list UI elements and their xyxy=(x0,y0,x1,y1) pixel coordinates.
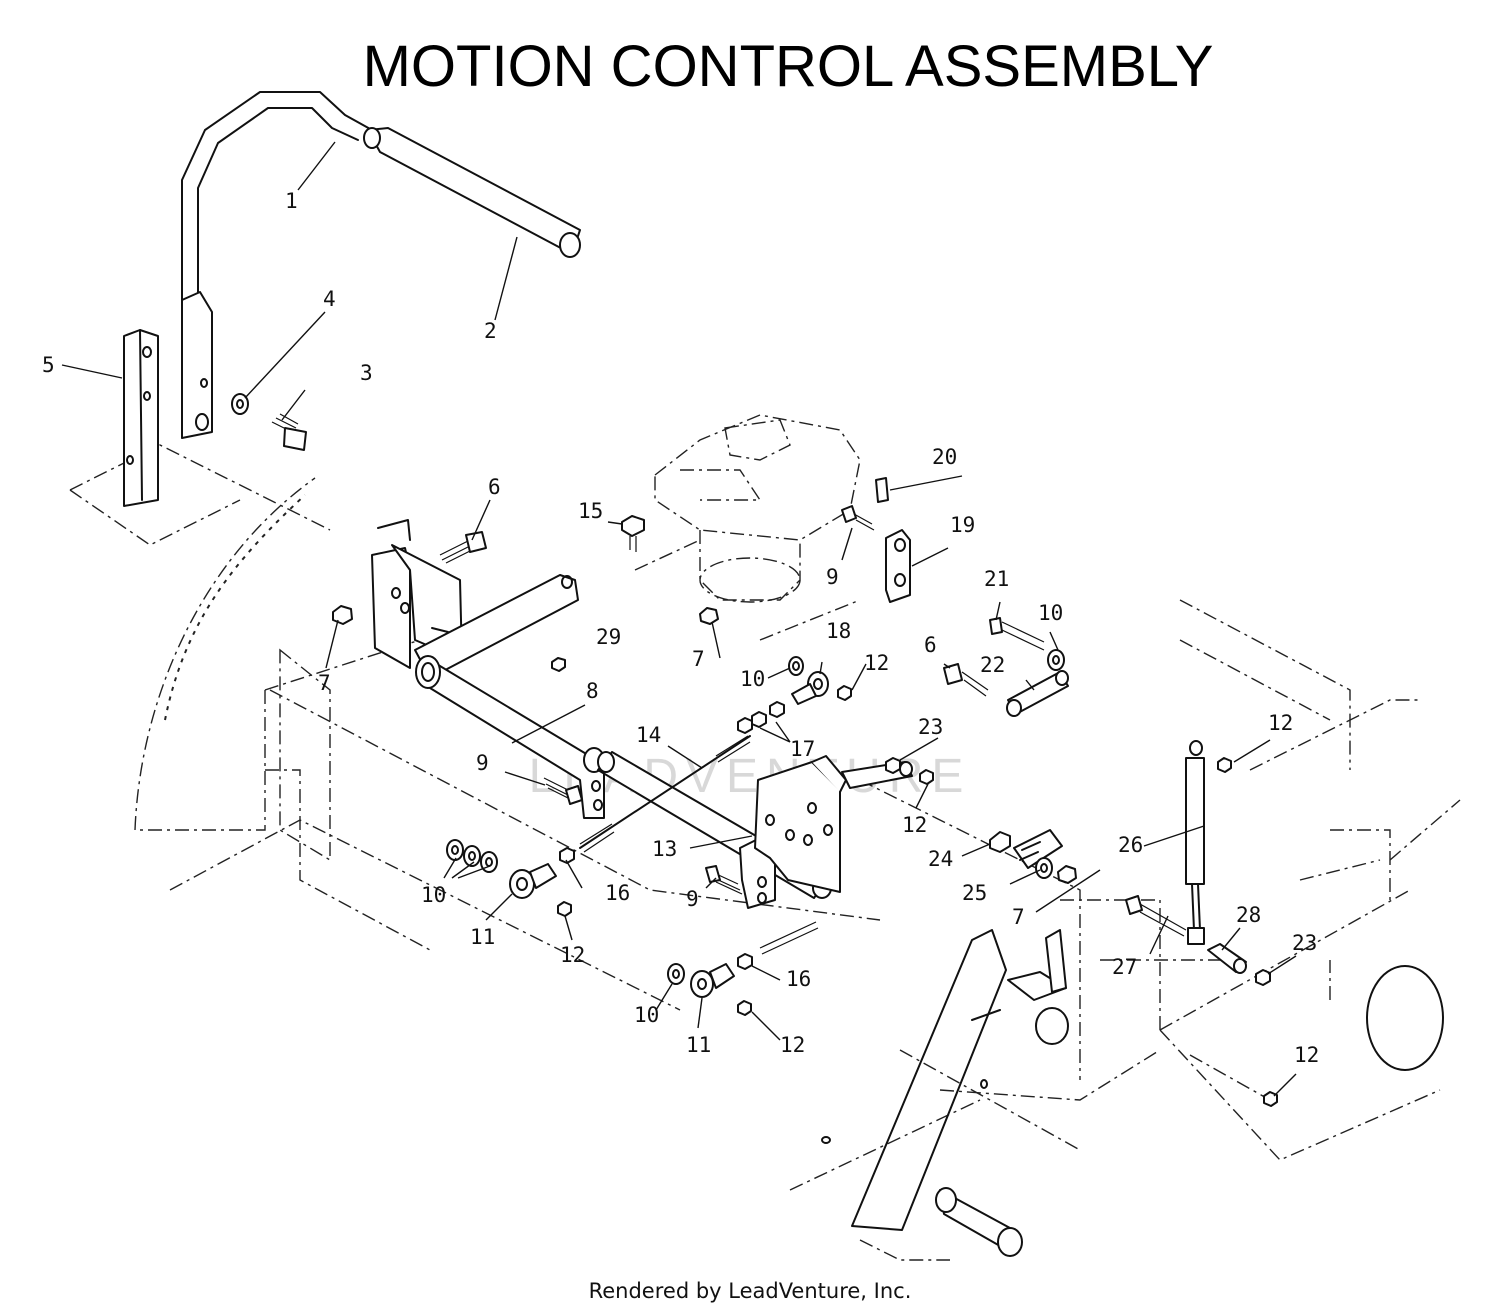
washer-25 xyxy=(1035,857,1053,879)
nut-12e xyxy=(1217,757,1232,773)
callout-23a: 23 xyxy=(918,715,943,739)
washer-10c xyxy=(788,656,804,676)
callout-3: 3 xyxy=(360,361,373,385)
rod-end-11b xyxy=(690,963,735,998)
nut-29 xyxy=(551,657,566,672)
nut-12a xyxy=(557,901,572,917)
washer-10b xyxy=(667,963,685,985)
bolt-6b xyxy=(943,663,989,697)
callout-18: 18 xyxy=(826,619,851,643)
nut-7b xyxy=(699,607,719,625)
washer-10d xyxy=(1047,649,1065,671)
right-bracket xyxy=(754,755,913,893)
callout-23b: 23 xyxy=(1292,931,1317,955)
callout-22: 22 xyxy=(980,653,1005,677)
nuts-17 xyxy=(737,701,785,734)
callout-10c: 10 xyxy=(1038,601,1063,625)
bolt-9c xyxy=(841,505,875,531)
callout-10d: 10 xyxy=(634,1003,659,1027)
nut-7a xyxy=(332,605,353,625)
callout-21: 21 xyxy=(984,567,1009,591)
callout-8: 8 xyxy=(586,679,599,703)
callout-12f: 12 xyxy=(780,1033,805,1057)
callout-10a: 10 xyxy=(421,883,446,907)
callout-9b: 9 xyxy=(686,887,699,911)
rod-end-18 xyxy=(791,671,829,705)
callout-6b: 6 xyxy=(924,633,937,657)
callout-2: 2 xyxy=(484,319,497,343)
callout-4: 4 xyxy=(323,287,336,311)
leader-lines xyxy=(61,141,1297,1097)
washers-10a xyxy=(446,839,498,873)
nut-7c xyxy=(1057,865,1077,884)
callout-9a: 9 xyxy=(476,751,489,775)
bolt-21 xyxy=(989,617,1045,651)
callout-7a: 7 xyxy=(318,671,331,695)
callout-6a: 6 xyxy=(488,475,501,499)
nut-16a xyxy=(559,847,575,864)
callout-12a: 12 xyxy=(560,943,585,967)
callout-19: 19 xyxy=(950,513,975,537)
callout-10b: 10 xyxy=(740,667,765,691)
bolt-6a xyxy=(439,531,487,564)
nut-23b xyxy=(1255,969,1271,986)
callout-12c: 12 xyxy=(902,813,927,837)
callout-26: 26 xyxy=(1118,833,1143,857)
rod-14 xyxy=(579,735,751,853)
callout-5: 5 xyxy=(42,353,55,377)
nut-16b xyxy=(737,921,819,970)
callout-20: 20 xyxy=(932,445,957,469)
plate-24 xyxy=(989,829,1063,869)
callout-7c: 7 xyxy=(1012,905,1025,929)
bolt-15 xyxy=(621,515,645,552)
nut-12d xyxy=(919,769,934,785)
callout-12e: 12 xyxy=(1294,1043,1319,1067)
callout-1: 1 xyxy=(285,189,298,213)
callout-7b: 7 xyxy=(692,647,705,671)
callout-28: 28 xyxy=(1236,903,1261,927)
callout-27: 27 xyxy=(1112,955,1137,979)
callout-12d: 12 xyxy=(1268,711,1293,735)
control-lever xyxy=(181,91,373,439)
bolt-9b xyxy=(705,865,743,895)
bolt-3 xyxy=(271,413,307,451)
callout-9c: 9 xyxy=(826,565,839,589)
foot-plate xyxy=(821,929,1069,1257)
callout-11a: 11 xyxy=(470,925,495,949)
callout-14: 14 xyxy=(636,723,661,747)
callout-29: 29 xyxy=(596,625,621,649)
nut-12b xyxy=(737,1000,752,1016)
nut-23a xyxy=(885,757,901,774)
gas-spring-26 xyxy=(1185,740,1205,945)
mount-plate xyxy=(371,519,463,669)
arm-8 xyxy=(414,574,605,819)
link-22 xyxy=(1006,670,1069,717)
nut-12c xyxy=(837,685,852,701)
rod-end-11a xyxy=(509,863,557,899)
bolt-9a xyxy=(543,777,583,805)
callout-17: 17 xyxy=(790,737,815,761)
diagram-title: MOTION CONTROL ASSEMBLY xyxy=(363,34,1214,99)
lever-bar-5 xyxy=(123,329,159,507)
bolt-27 xyxy=(1125,895,1187,937)
callouts: 1 2 3 4 5 6 7 8 9 10 11 12 16 14 13 9 15… xyxy=(42,189,1319,1067)
fitting-20 xyxy=(875,477,889,503)
callout-15: 15 xyxy=(578,499,603,523)
callout-16b: 16 xyxy=(786,967,811,991)
spacer-28 xyxy=(1207,943,1247,974)
callout-25: 25 xyxy=(962,881,987,905)
callout-13: 13 xyxy=(652,837,677,861)
bracket-19 xyxy=(885,529,911,603)
hydro-pump-outline xyxy=(634,414,861,641)
callout-12b: 12 xyxy=(864,651,889,675)
callout-24: 24 xyxy=(928,847,953,871)
callout-16a: 16 xyxy=(605,881,630,905)
lever-grip xyxy=(363,127,581,258)
washer-4 xyxy=(231,393,249,415)
callout-11b: 11 xyxy=(686,1033,711,1057)
footer-credit: Rendered by LeadVenture, Inc. xyxy=(589,1279,912,1303)
